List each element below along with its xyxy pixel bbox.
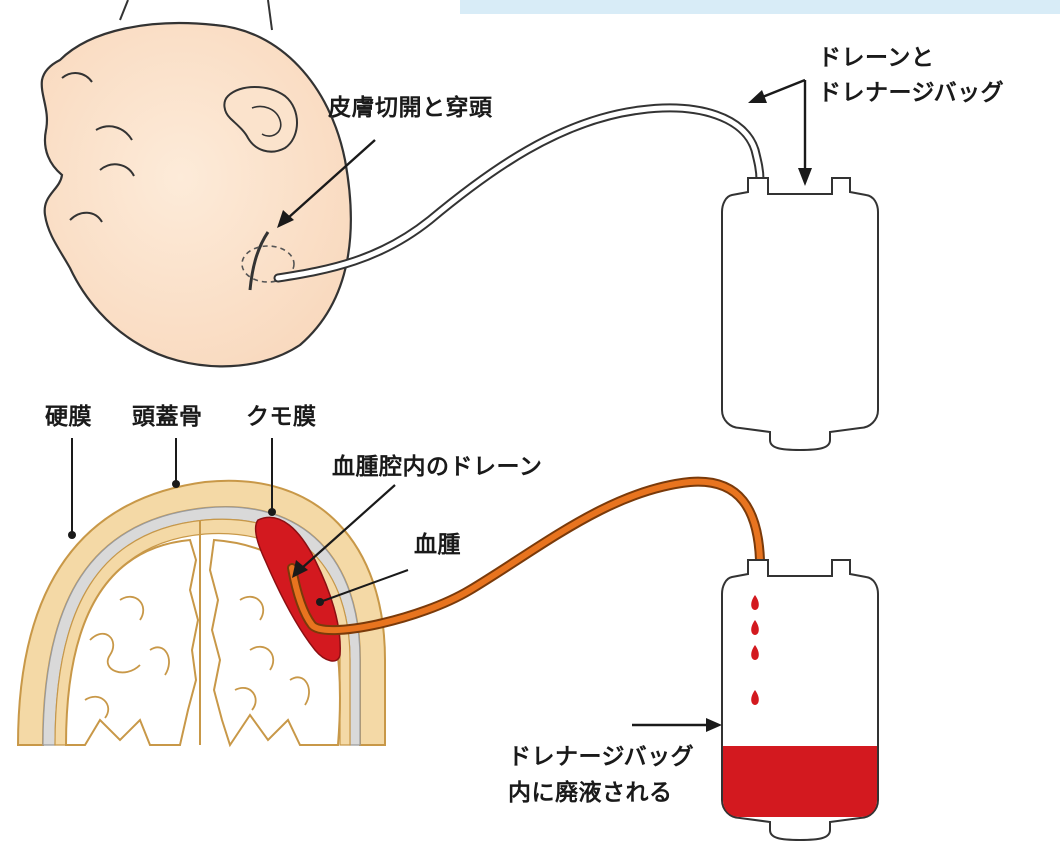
- pooled-blood: [723, 746, 877, 817]
- drainage-bag-bottom: [722, 560, 878, 840]
- neck-line: [120, 0, 128, 20]
- neck-line-2: [268, 0, 272, 30]
- head-illustration: [42, 0, 351, 366]
- brain-cross-section: [18, 481, 385, 745]
- label-dura: 硬膜: [45, 402, 92, 432]
- label-drain-in-cavity: 血腫腔内のドレーン: [332, 452, 542, 482]
- label-waste-line2: 内に廃液される: [508, 778, 673, 808]
- label-drain-bag-line1: ドレーンと: [818, 43, 934, 73]
- label-incision: 皮膚切開と穿頭: [328, 93, 493, 123]
- label-skull: 頭蓋骨: [132, 402, 203, 432]
- label-drain-bag-line2: ドレナージバッグ: [818, 78, 1004, 108]
- label-hematoma: 血腫: [414, 530, 461, 560]
- drainage-bag-top: [722, 178, 878, 450]
- label-waste-line1: ドレナージバッグ: [508, 742, 694, 772]
- head-shape: [42, 23, 351, 366]
- label-arachnoid: クモ膜: [246, 402, 317, 432]
